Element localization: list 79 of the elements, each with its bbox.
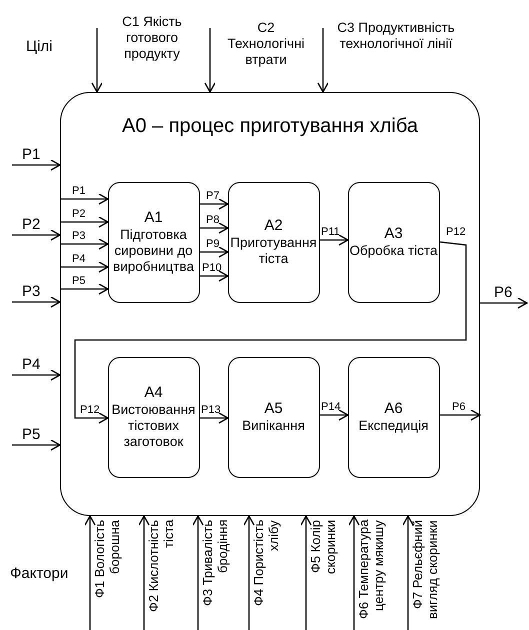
edge-label: C1 Якість готового продукту <box>121 14 183 63</box>
process-box <box>228 356 320 478</box>
edge-label: P6 <box>452 401 466 413</box>
arrow <box>12 439 61 451</box>
arrow <box>320 409 349 421</box>
arrow <box>60 216 109 228</box>
edge-label: P12 <box>446 226 466 238</box>
arrow <box>138 515 150 630</box>
arrow <box>91 28 103 93</box>
process-name: Обробка тіста <box>350 242 438 260</box>
arrow <box>204 28 216 93</box>
arrow <box>348 515 360 630</box>
process-box <box>348 356 440 478</box>
process-code: A1 <box>144 208 163 227</box>
arrow <box>60 238 109 250</box>
process-code: A2 <box>264 216 283 235</box>
edge-label: P1 <box>72 185 86 197</box>
arrow <box>200 198 229 210</box>
edge-label: Ф1 Вологість борошна <box>93 520 123 600</box>
edge-label: P6 <box>494 284 512 301</box>
process-box <box>228 182 320 302</box>
edge-label: Ф2 Кислотність тіста <box>147 520 177 614</box>
arrow <box>200 412 229 424</box>
edge-label: P3 <box>72 230 86 242</box>
process-name: Експедиція <box>358 418 428 434</box>
arrow <box>480 297 528 309</box>
arrow <box>200 222 229 234</box>
arrow <box>200 246 229 258</box>
arrow <box>12 296 61 308</box>
edge-label: C2 Технологічні втрати <box>226 20 306 69</box>
edge-label: P1 <box>22 146 40 163</box>
arrow <box>440 409 481 421</box>
process-box <box>108 182 200 302</box>
arrow <box>60 283 109 295</box>
arrow <box>60 193 109 205</box>
edge-label: P5 <box>22 426 40 443</box>
arrow <box>317 28 329 93</box>
text-label: P12 <box>80 404 100 416</box>
arrow <box>12 159 61 171</box>
process-name: Приготування тіста <box>229 234 318 268</box>
process-name: A0 – процес приготування хліба <box>121 115 419 138</box>
process-box <box>108 356 200 478</box>
process-code: A5 <box>264 400 283 418</box>
arrow <box>12 229 61 241</box>
arrow <box>300 515 312 630</box>
process-code: A6 <box>384 400 403 418</box>
arrow <box>320 234 349 246</box>
edge-label: P7 <box>206 190 220 202</box>
process-box <box>348 182 440 302</box>
edge-label: P5 <box>72 275 86 287</box>
edge-label: P2 <box>22 216 40 233</box>
arrow <box>12 369 61 381</box>
edge-label: P4 <box>72 253 86 265</box>
edge-label: P14 <box>321 401 341 413</box>
text-label: Фактори <box>10 565 68 582</box>
edge-label: P11 <box>321 226 340 238</box>
process-name: Випікання <box>242 418 305 434</box>
context-box <box>60 92 480 516</box>
edge-label: Ф4 Пористість хлібу <box>252 520 282 608</box>
process-code: A3 <box>384 224 403 243</box>
process-name: Вистоювання тістових заготовок <box>110 402 196 450</box>
arrow <box>74 241 467 424</box>
arrow <box>60 261 109 273</box>
edge-label: P4 <box>22 356 40 373</box>
edge-label: P10 <box>202 262 222 274</box>
arrow <box>84 515 96 630</box>
arrow <box>243 515 255 630</box>
arrow <box>200 270 229 282</box>
arrow <box>402 515 414 630</box>
process-code: A4 <box>144 384 163 402</box>
process-name: Підготовка сировини до виробництва <box>112 226 195 276</box>
edge-label: P2 <box>72 208 86 220</box>
edge-label: P13 <box>201 404 221 416</box>
edge-label: P8 <box>206 214 220 226</box>
text-label: Цілі <box>26 38 53 55</box>
arrow <box>192 515 204 630</box>
edge-label: C3 Продуктивність технологічної лінії <box>336 20 456 52</box>
edge-label: P3 <box>22 283 40 300</box>
edge-label: P9 <box>206 238 220 250</box>
